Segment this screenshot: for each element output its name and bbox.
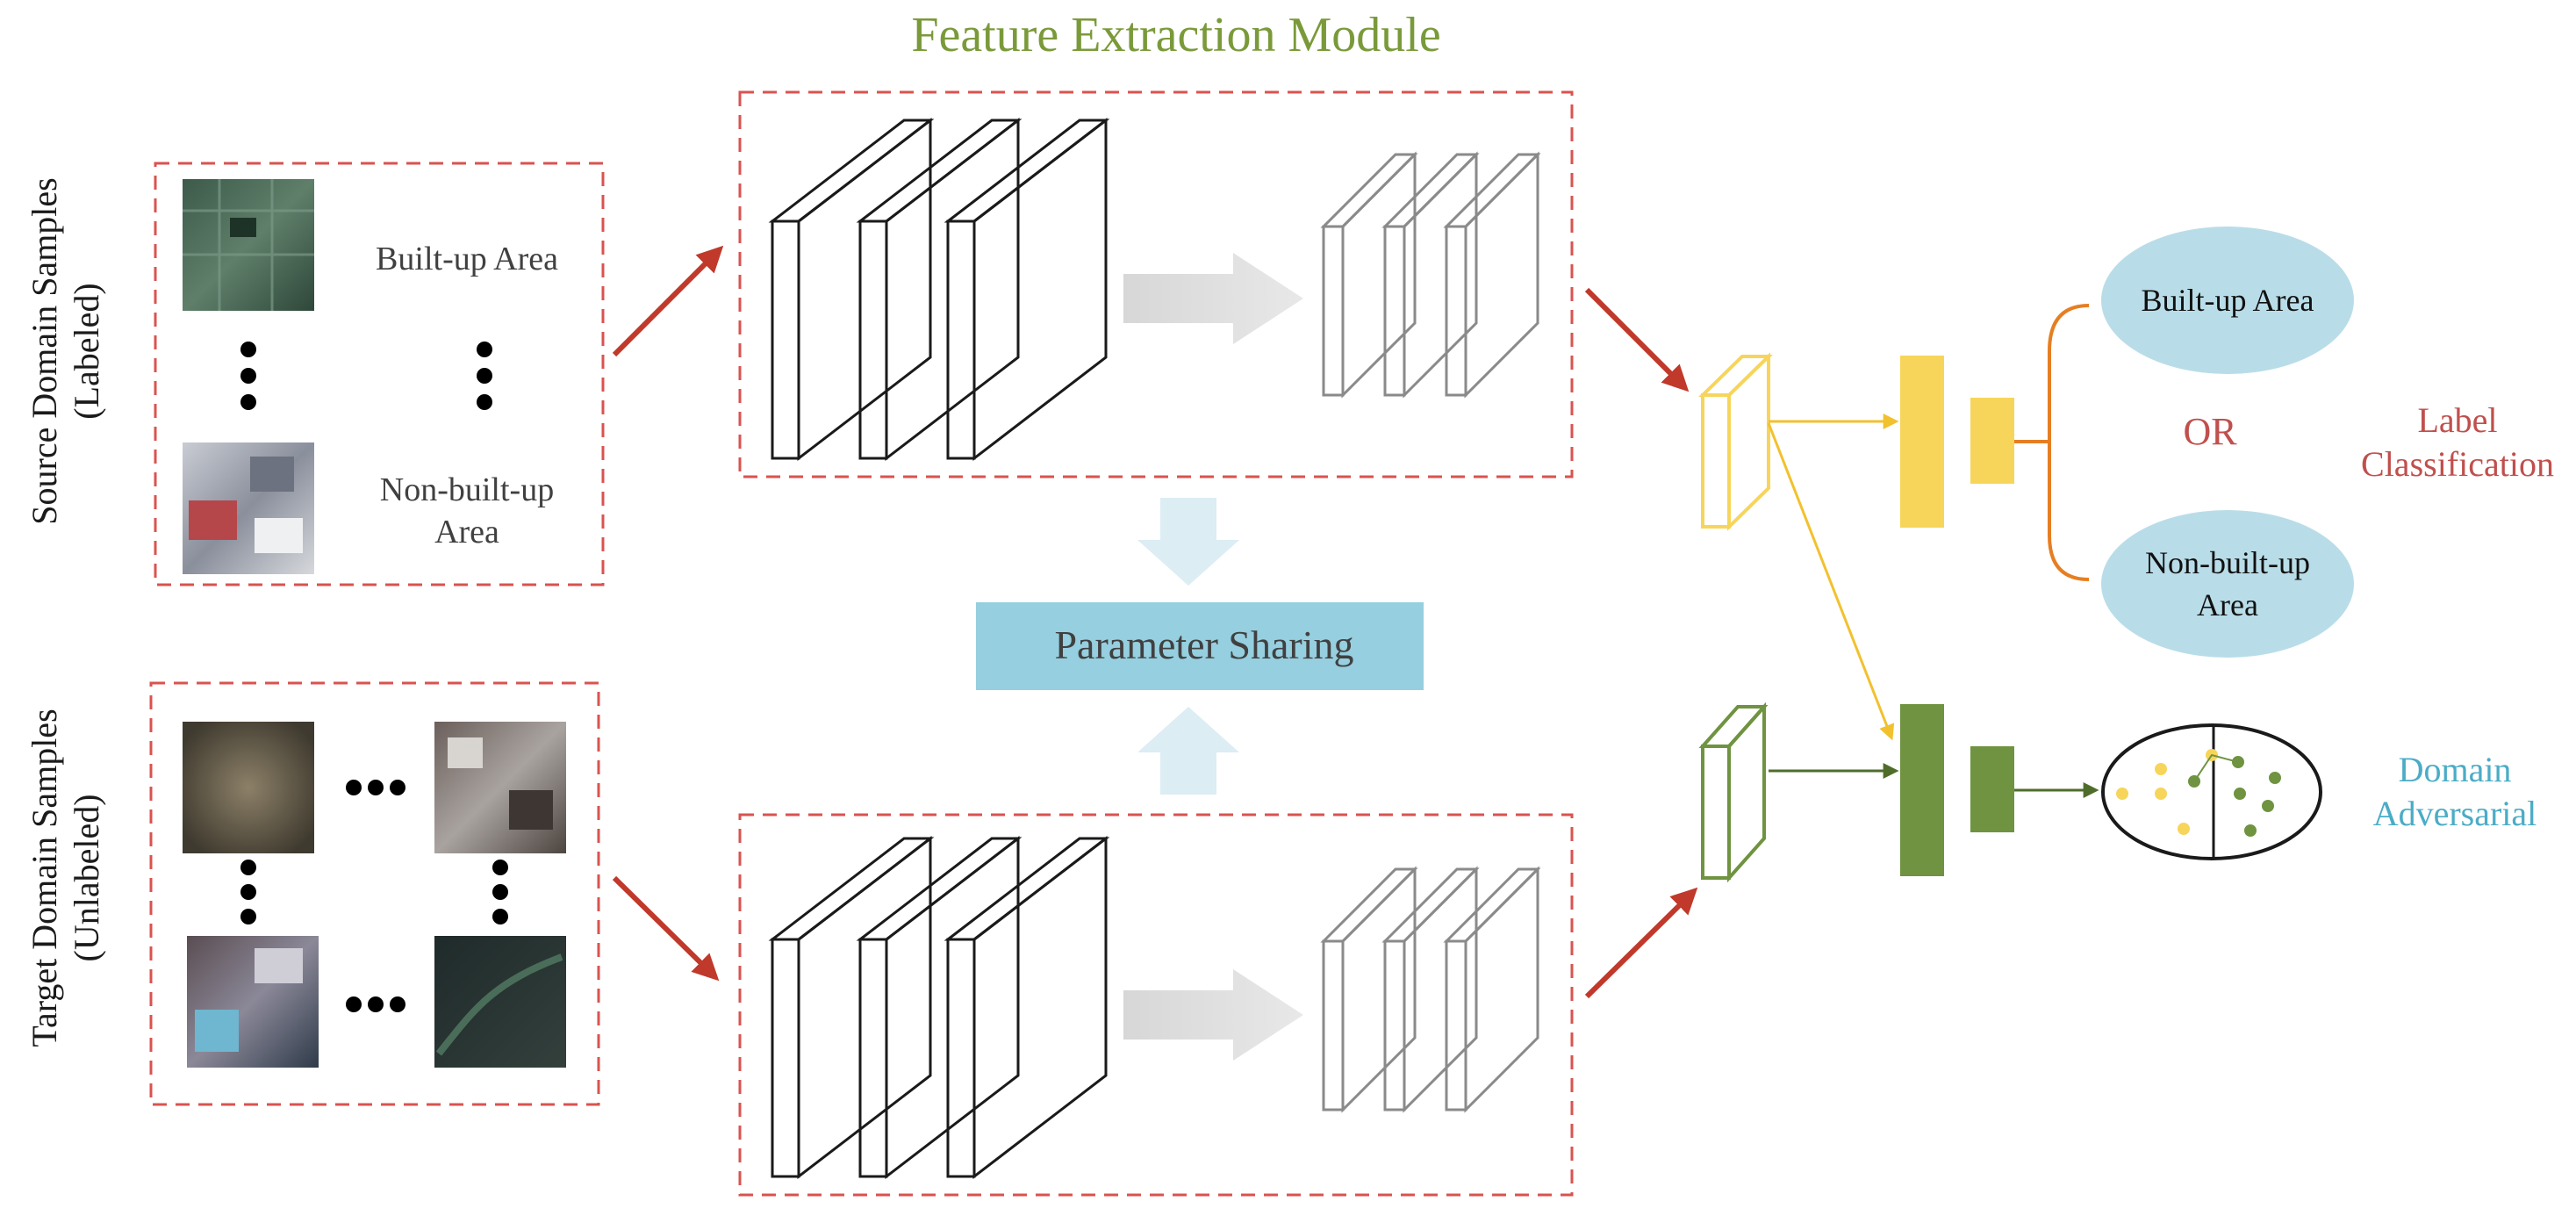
param-sharing-arrow-up: [1137, 707, 1239, 795]
or-label: OR: [2183, 410, 2237, 453]
label-classification-line1: Label: [2417, 400, 2497, 440]
source-class-non-built-up-line2: Area: [434, 514, 499, 550]
gray-flow-arrow-source: [1123, 253, 1303, 344]
conv-layer: [1443, 151, 1541, 399]
source-sample-non-built-up-image: [183, 442, 314, 574]
param-sharing-arrow-down: [1137, 498, 1239, 586]
conv-layer: [1320, 866, 1418, 1113]
conv-layers-small-source: [1320, 151, 1541, 399]
conv-layer: [768, 835, 935, 1180]
diagram-title: Feature Extraction Module: [911, 8, 1440, 62]
conv-layer: [1381, 151, 1480, 399]
parameter-sharing-box: [976, 602, 1424, 690]
conv-layers-large-source: [768, 117, 1110, 462]
conv-layer: [768, 117, 935, 462]
output-non-built-up-ellipse: [2101, 510, 2354, 658]
target-sample-dark-image: [434, 936, 566, 1068]
conv-layers-large-target: [768, 835, 1110, 1180]
output-non-built-up-label-line1: Non-built-up: [2145, 545, 2310, 580]
target-label-line2: (Unlabeled): [67, 794, 106, 961]
source-label-line1: Source Domain Samples: [25, 177, 64, 525]
target-sample-urban-image-2: [187, 936, 319, 1068]
conv-layer: [856, 117, 1023, 462]
target-side-label: Target Domain Samples (Unlabeled): [25, 709, 106, 1047]
domain-adversarial-line2: Adversarial: [2373, 794, 2537, 833]
target-sample-cloudy-image: [183, 722, 314, 853]
domain-adversarial-line1: Domain: [2399, 750, 2512, 789]
source-label-line2: (Labeled): [67, 283, 106, 419]
conv-layers-small-target: [1320, 866, 1541, 1113]
target-to-extractor-arrow: [612, 875, 720, 982]
source-class-built-up: Built-up Area: [376, 241, 558, 277]
target-label-line1: Target Domain Samples: [25, 709, 64, 1047]
source-to-extractor-arrow: [612, 245, 724, 357]
domain-discriminator-fc-small: [1970, 746, 2014, 832]
source-feature-cube-yellow: [1698, 352, 1773, 531]
source-to-domain-discriminator-arrow: [1767, 422, 1895, 741]
target-horizontal-ellipsis-top: [346, 780, 405, 795]
domain-discriminator-output: [2101, 723, 2322, 860]
conv-layer: [1320, 151, 1418, 399]
target-sample-urban-image-1: [434, 722, 566, 853]
classification-bracket: [2014, 304, 2090, 581]
parameter-sharing-label: Parameter Sharing: [1054, 622, 1353, 667]
conv-layer: [944, 835, 1110, 1180]
target-domain-points: [2188, 756, 2281, 837]
feature-extractor-target-box: [738, 813, 1574, 1197]
extractor-to-target-feature-arrow: [1584, 887, 1698, 999]
extractor-to-source-feature-arrow: [1584, 287, 1690, 392]
output-non-built-up-label-line2: Area: [2197, 587, 2258, 622]
output-built-up-label: Built-up Area: [2142, 283, 2314, 318]
source-side-label: Source Domain Samples (Labeled): [25, 177, 106, 525]
target-horizontal-ellipsis-bottom: [346, 996, 405, 1012]
label-classification-line2: Classification: [2361, 444, 2554, 484]
domain-discriminator-fc-large: [1900, 704, 1944, 876]
target-feature-cube-green: [1698, 701, 1769, 883]
label-classifier-fc-small: [1970, 398, 2014, 484]
target-vertical-ellipsis: [240, 860, 508, 924]
conv-layer: [856, 835, 1023, 1180]
source-class-non-built-up-line1: Non-built-up: [380, 471, 554, 508]
source-vertical-ellipsis: [240, 342, 492, 410]
conv-layer: [944, 117, 1110, 462]
gray-flow-arrow-target: [1123, 969, 1303, 1061]
conv-layer: [1381, 866, 1480, 1113]
conv-layer: [1443, 866, 1541, 1113]
label-classifier-fc-large: [1900, 356, 1944, 528]
feature-extractor-source-box: [738, 90, 1574, 478]
output-built-up-ellipse: [2101, 227, 2354, 374]
source-sample-built-up-image: [183, 179, 314, 311]
